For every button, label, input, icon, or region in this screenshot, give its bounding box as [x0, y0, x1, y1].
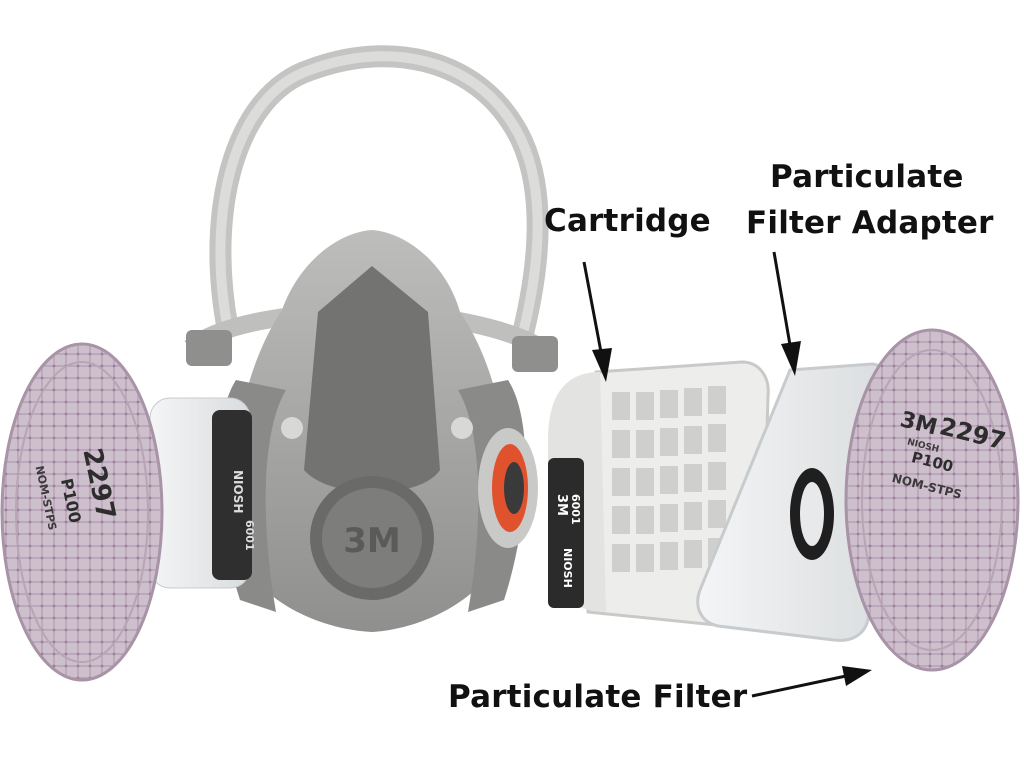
left-cartridge-niosh-imprint: NIOSH — [231, 470, 245, 513]
cartridge-brand-imprint: 3M — [554, 494, 569, 516]
cartridge-arrow — [582, 261, 603, 353]
left-cartridge-model-imprint: 6001 — [243, 520, 256, 551]
inhalation-valve — [478, 428, 538, 548]
adapter-arrow — [772, 251, 792, 346]
particulate-filter-component: 3M 2297 P100 NIOSH NOM-STPS — [844, 328, 1020, 672]
particulate-filter-label: Particulate Filter — [448, 679, 748, 715]
callout-arrows — [582, 251, 872, 698]
assembled-left-filter: NIOSH 6001 2297 P100 NOM-STPS — [0, 342, 256, 682]
filter-adapter-label-line-1: Particulate — [770, 159, 964, 195]
filter-arrow-head — [842, 666, 872, 686]
filter-adapter-label-line-2: Filter Adapter — [746, 205, 994, 241]
cartridge-label: Cartridge — [544, 203, 711, 239]
cartridge-model-imprint: 6001 — [569, 494, 582, 525]
adapter-arrow-head — [781, 341, 801, 376]
cartridge-niosh-imprint: NIOSH — [561, 548, 574, 588]
cartridge-arrow-head — [592, 348, 612, 382]
mask-brand-logo: 3M — [343, 521, 401, 561]
filter-arrow — [751, 674, 847, 698]
